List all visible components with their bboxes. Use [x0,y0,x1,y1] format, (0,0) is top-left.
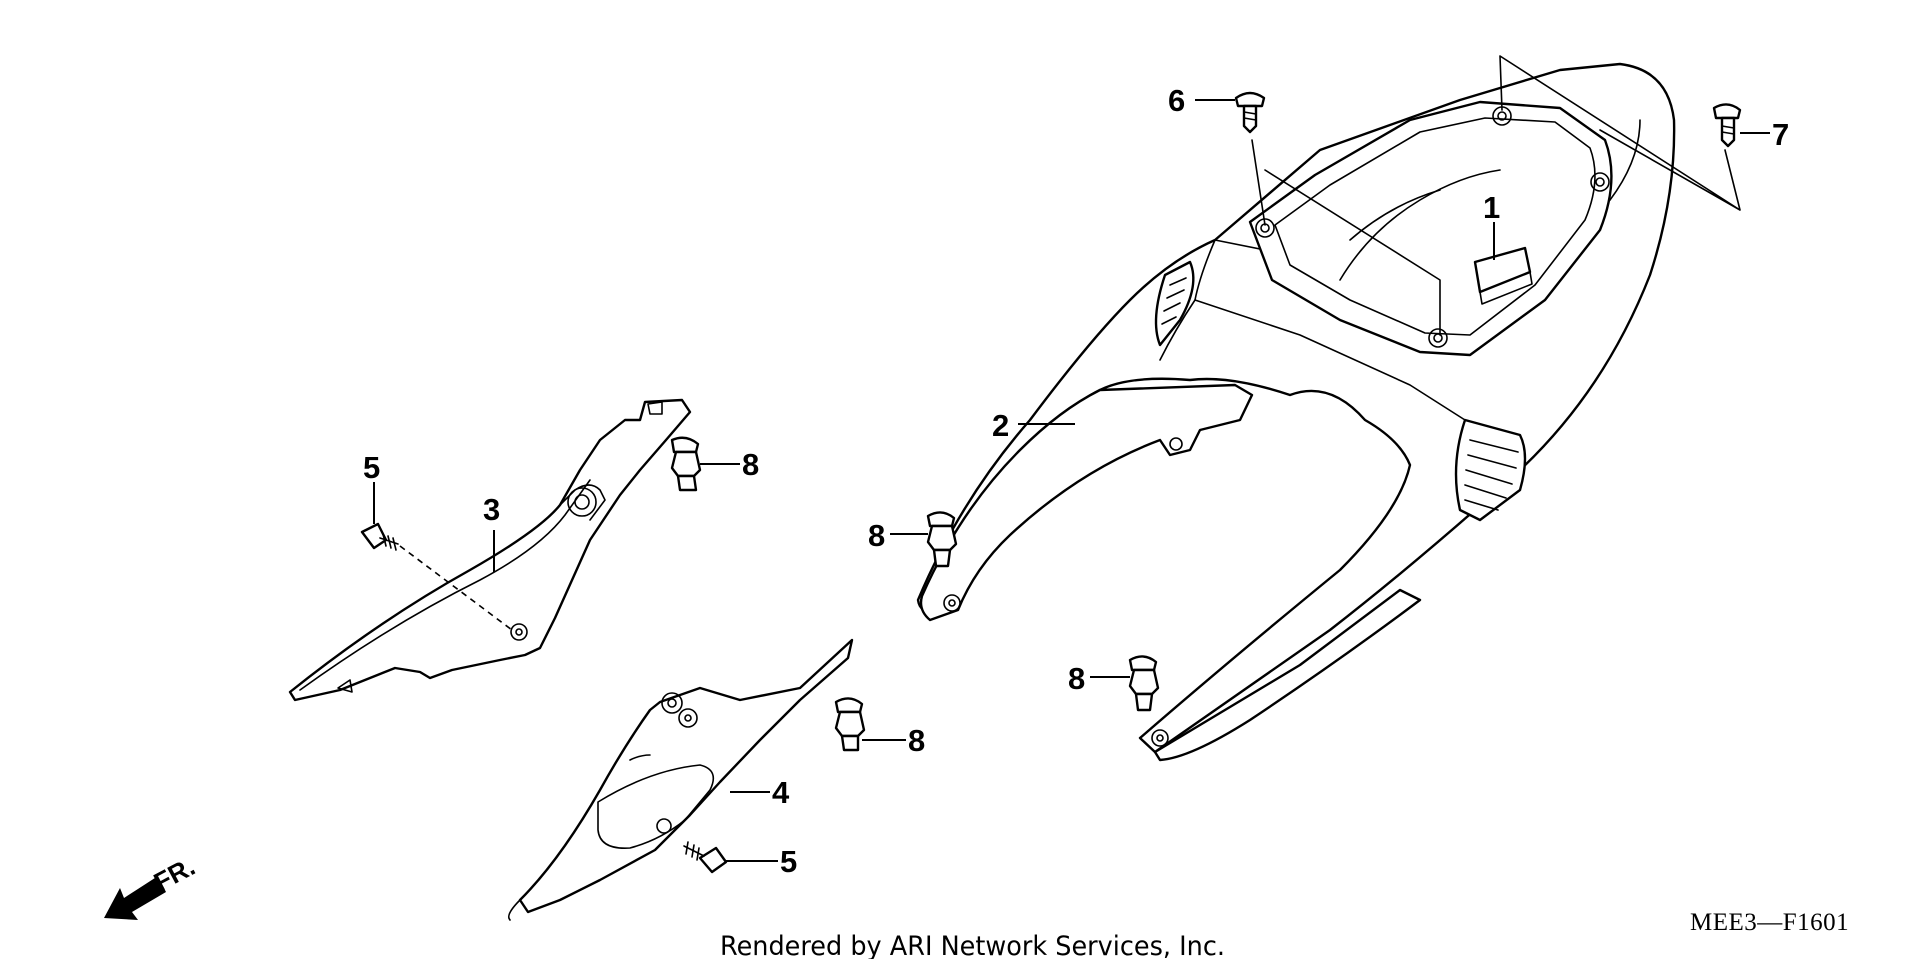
front-direction-arrow: FR. [104,851,200,920]
bolt-6-reference-lines [1251,139,1441,336]
side-cover-part-4[interactable] [507,638,854,921]
callout-part-7: 7 [1772,117,1789,152]
render-credit: Rendered by ARI Network Services, Inc. [720,931,1225,959]
rear-cowl-part-2[interactable] [916,62,1676,762]
callout-part-8-d: 8 [908,723,925,758]
callout-part-8-c: 8 [1068,661,1085,696]
emblem-part-1[interactable] [1473,246,1533,305]
diagram-code: MEE3—F1601 [1690,909,1849,936]
clip-part-8-d[interactable] [834,697,866,752]
callout-part-3: 3 [483,492,500,527]
screw-5-alignment-line [399,545,513,631]
callout-part-4: 4 [772,775,790,810]
clip-part-8-a[interactable] [670,436,702,492]
bolt-part-7[interactable] [1712,103,1742,148]
bolt-part-6[interactable] [1234,91,1266,134]
clip-part-8-c[interactable] [1128,655,1160,712]
screw-part-5-upper[interactable] [360,522,399,551]
clip-part-8-b[interactable] [926,511,958,568]
callout-part-5-upper: 5 [363,450,380,485]
callout-part-5-lower: 5 [780,844,797,879]
callout-part-1: 1 [1483,190,1500,225]
bolt-7-reference-lines [1499,55,1741,211]
callout-part-8-a: 8 [742,447,759,482]
callout-part-6: 6 [1168,83,1185,118]
callout-part-2: 2 [992,408,1009,443]
screw-part-5-lower[interactable] [683,841,728,874]
side-cover-part-3[interactable] [288,398,692,702]
callout-part-8-b: 8 [868,518,885,553]
